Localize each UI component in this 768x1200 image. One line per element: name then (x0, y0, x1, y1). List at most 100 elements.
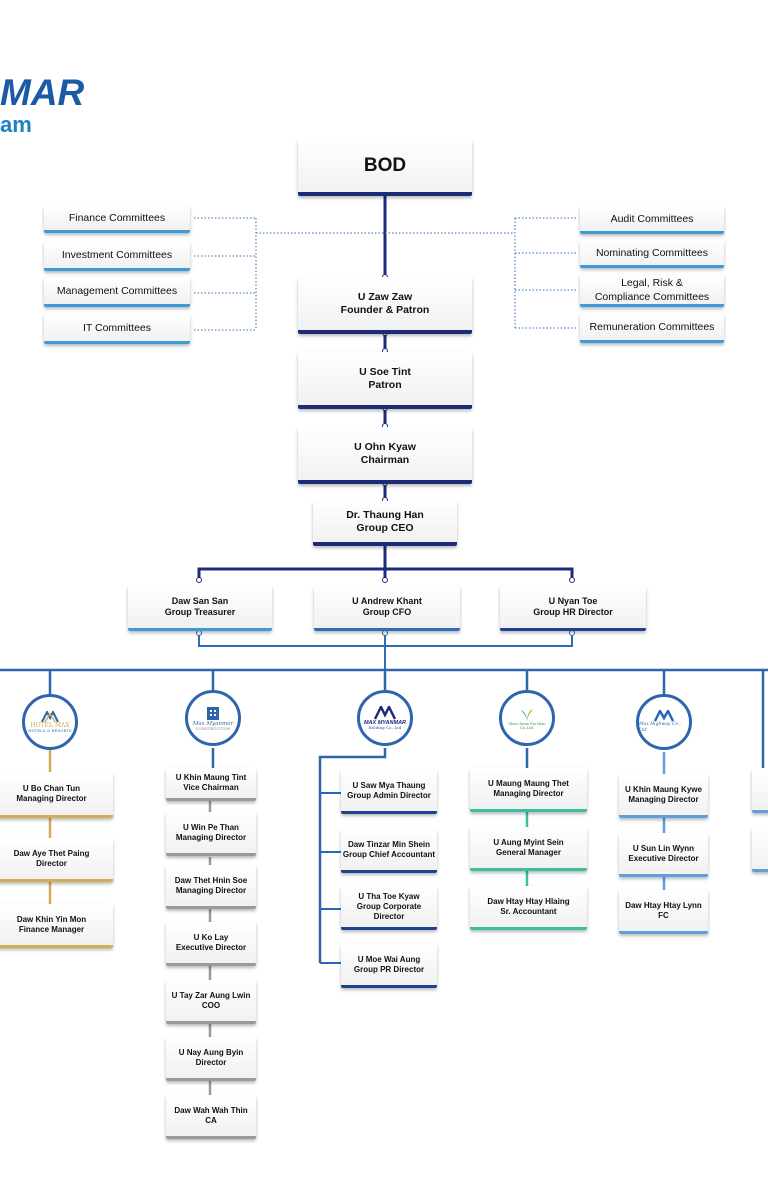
person-title: FC (658, 910, 669, 920)
connector-dot (569, 577, 575, 583)
shwe-nann-name: Shwe Nann Pin Hein Co.,Ltd. (508, 722, 546, 730)
person-title: Director (36, 858, 67, 868)
person-name: U Khin Maung Kywe (625, 784, 702, 794)
person-name: U Soe Tint (359, 365, 411, 378)
person-title: Patron (368, 378, 402, 391)
person-name: U Tay Zar Aung Lwin (171, 990, 251, 1000)
person-title: Group CFO (362, 607, 412, 617)
max-construction-sub: CONSTRUCTION (195, 727, 231, 731)
person-title: Managing Director (493, 788, 564, 798)
person-title: Group PR Director (353, 964, 425, 974)
person-name: U Zaw Zaw (357, 290, 413, 303)
leaf-icon (521, 709, 533, 721)
max-myanmar-mark-icon (373, 706, 397, 720)
person-name: U Ohn Kyaw (354, 440, 416, 453)
person-name: U Win Pe Than (183, 822, 239, 832)
person-title: Sr. Accountant (500, 906, 557, 916)
hotel-max-logo: HOTEL MAX HOTELS & RESORTS (22, 694, 78, 750)
person-name: U Moe Wai Aung (357, 954, 421, 964)
person-name: U Tha Toe Kyaw (358, 891, 420, 901)
person-name: Daw Khin Yin Mon (16, 914, 87, 924)
company-logo-text: MAR (0, 72, 85, 113)
person-name: U Andrew Khant (352, 596, 422, 606)
person-title: Director (195, 1057, 227, 1067)
max-myanmar-holding-sub: Holding Co.,Ltd (368, 726, 402, 730)
committee-box: Audit Committees (580, 206, 724, 234)
committee-label: Legal, Risk & Compliance Committees (594, 276, 710, 303)
connector-dot (382, 577, 388, 583)
committee-label: IT Committees (82, 321, 152, 334)
person-title: Founder & Patron (340, 303, 430, 316)
person-name: U Khin Maung Tint (175, 773, 247, 782)
person-title: Executive Director (628, 853, 699, 863)
committee-label: Finance Committees (68, 212, 166, 224)
committee-label: Remuneration Committees (589, 320, 715, 333)
building-icon (207, 707, 219, 720)
person-title: CA (205, 1115, 217, 1125)
max-highway-name: Max Highway Co., Ltd (639, 722, 681, 733)
person-title: Group HR Director (533, 607, 613, 617)
max-highway-logo: Max Highway Co., Ltd (636, 694, 692, 750)
shwe-nann-logo: Shwe Nann Pin Hein Co.,Ltd. (499, 690, 555, 746)
committee-box: Remuneration Committees (580, 313, 724, 343)
person-name: Daw Tinzar Min Shein (347, 839, 431, 849)
connector-dot (196, 577, 202, 583)
hotel-max-sub: HOTELS & RESORTS (28, 729, 72, 733)
committee-label: Nominating Committees (595, 246, 709, 259)
bod-label: BOD (363, 154, 407, 176)
person-name: U Nyan Toe (548, 596, 598, 606)
person-title: General Manager (496, 847, 561, 857)
person-title: Group Corporate Director (356, 901, 422, 921)
person-name: U Bo Chan Tun (22, 784, 81, 793)
person-title: Finance Manager (18, 924, 85, 934)
person-title: Group CEO (356, 521, 414, 534)
committee-box: Management Committees (44, 277, 190, 307)
person-title: COO (201, 1000, 221, 1010)
person-name: U Saw Mya Thaung (352, 780, 426, 790)
person-name: U Aung Myint Sein (493, 837, 564, 847)
committee-box: Investment Committees (44, 241, 190, 271)
hotel-max-name: HOTEL MAX (30, 722, 70, 729)
person-title: Group Admin Director (347, 790, 431, 800)
person-name: Daw Aye Thet Paing (13, 848, 90, 858)
max-myanmar-holding-logo: MAX MYANMAR Holding Co.,Ltd (357, 690, 413, 746)
max-highway-mark-icon (653, 710, 675, 722)
person-title: Group Chief Accountant (342, 849, 436, 859)
person-title: Executive Director (175, 942, 247, 952)
person-title: Chairman (360, 453, 410, 466)
committee-box: Legal, Risk & Compliance Committees (580, 275, 724, 307)
person-name: U Sun Lin Wynn (632, 843, 695, 853)
committee-box: Nominating Committees (580, 240, 724, 268)
person-box-partial (752, 828, 768, 872)
person-name: Daw Htay Htay Hlaing (487, 896, 570, 906)
committee-box: Finance Committees (44, 206, 190, 233)
committee-box: IT Committees (44, 314, 190, 344)
person-title: Managing Director (175, 832, 247, 842)
person-title: Managing Director (628, 794, 699, 804)
person-title: Group Treasurer (164, 607, 236, 617)
committee-label: Audit Committees (610, 212, 694, 225)
person-title: Managing Director (16, 794, 87, 803)
person-name: U Maung Maung Thet (488, 778, 569, 788)
